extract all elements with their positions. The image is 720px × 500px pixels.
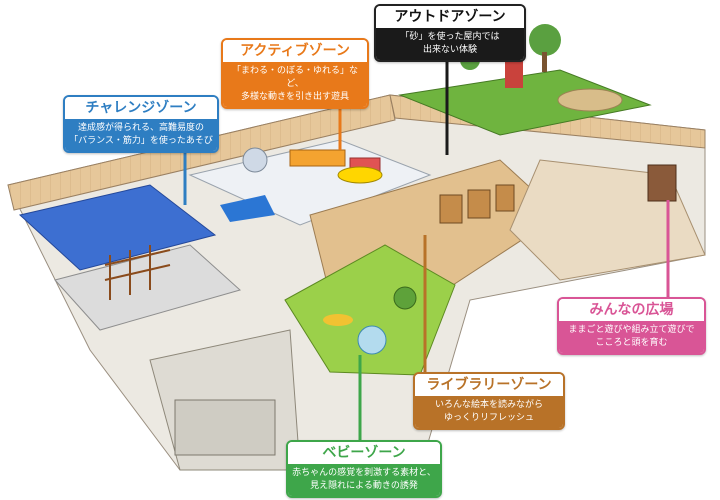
library-zone-desc: いろんな絵本を読みながら ゆっくりリフレッシュ [415, 396, 563, 428]
challenge-area [18, 184, 217, 271]
minna-play-house [647, 164, 677, 202]
outdoor-zone-label: アウトドアゾーン 「砂」を使った屋内では 出来ない体験 [374, 4, 526, 62]
minna-zone-title: みんなの広場 [559, 299, 704, 321]
active-slope [220, 195, 275, 222]
active-zone-desc: 「まわる・のぼる・ゆれる」など、 多様な動きを引き出す遊具 [223, 62, 367, 107]
minna-zone-label: みんなの広場 ままごと遊びや組み立て遊びで こころと頭を育む [557, 297, 706, 355]
baby-zone-label: ベビーゾーン 赤ちゃんの感覚を刺激する素材と、 見え隠れによる動きの誘発 [286, 440, 442, 498]
outdoor-zone-desc: 「砂」を使った屋内では 出来ない体験 [376, 28, 524, 60]
baby-mat [323, 314, 353, 326]
library-zone-title: ライブラリーゾーン [415, 374, 563, 396]
active-zone-title: アクティブゾーン [223, 40, 367, 62]
baby-area [284, 244, 456, 376]
baby-zone-desc: 赤ちゃんの感覚を刺激する素材と、 見え隠れによる動きの誘発 [288, 464, 440, 496]
playground-tower [505, 60, 523, 88]
challenge-equipment [104, 245, 171, 300]
library-zone-label: ライブラリーゾーン いろんな絵本を読みながら ゆっくりリフレッシュ [413, 372, 565, 430]
active-blocks [289, 149, 346, 167]
outdoor-zone-title: アウトドアゾーン [376, 6, 524, 28]
challenge-zone-label: チャレンジゾーン 達成感が得られる、高難易度の 「バランス・筋力」を使ったあそび [63, 95, 219, 153]
baby-pool [357, 325, 387, 355]
leader-lines [183, 50, 670, 442]
baby-zone-title: ベビーゾーン [288, 442, 440, 464]
active-ball [242, 147, 268, 173]
challenge-zone-desc: 達成感が得られる、高難易度の 「バランス・筋力」を使ったあそび [65, 119, 217, 151]
challenge-zone-title: チャレンジゾーン [65, 97, 217, 119]
minna-zone-desc: ままごと遊びや組み立て遊びで こころと頭を育む [559, 321, 704, 353]
active-mat [337, 166, 383, 184]
active-zone-label: アクティブゾーン 「まわる・のぼる・ゆれる」など、 多様な動きを引き出す遊具 [221, 38, 369, 109]
bookshelves [439, 184, 515, 224]
sandpit [557, 88, 623, 112]
baby-dome [393, 286, 417, 310]
lower-room-wall [174, 399, 276, 456]
